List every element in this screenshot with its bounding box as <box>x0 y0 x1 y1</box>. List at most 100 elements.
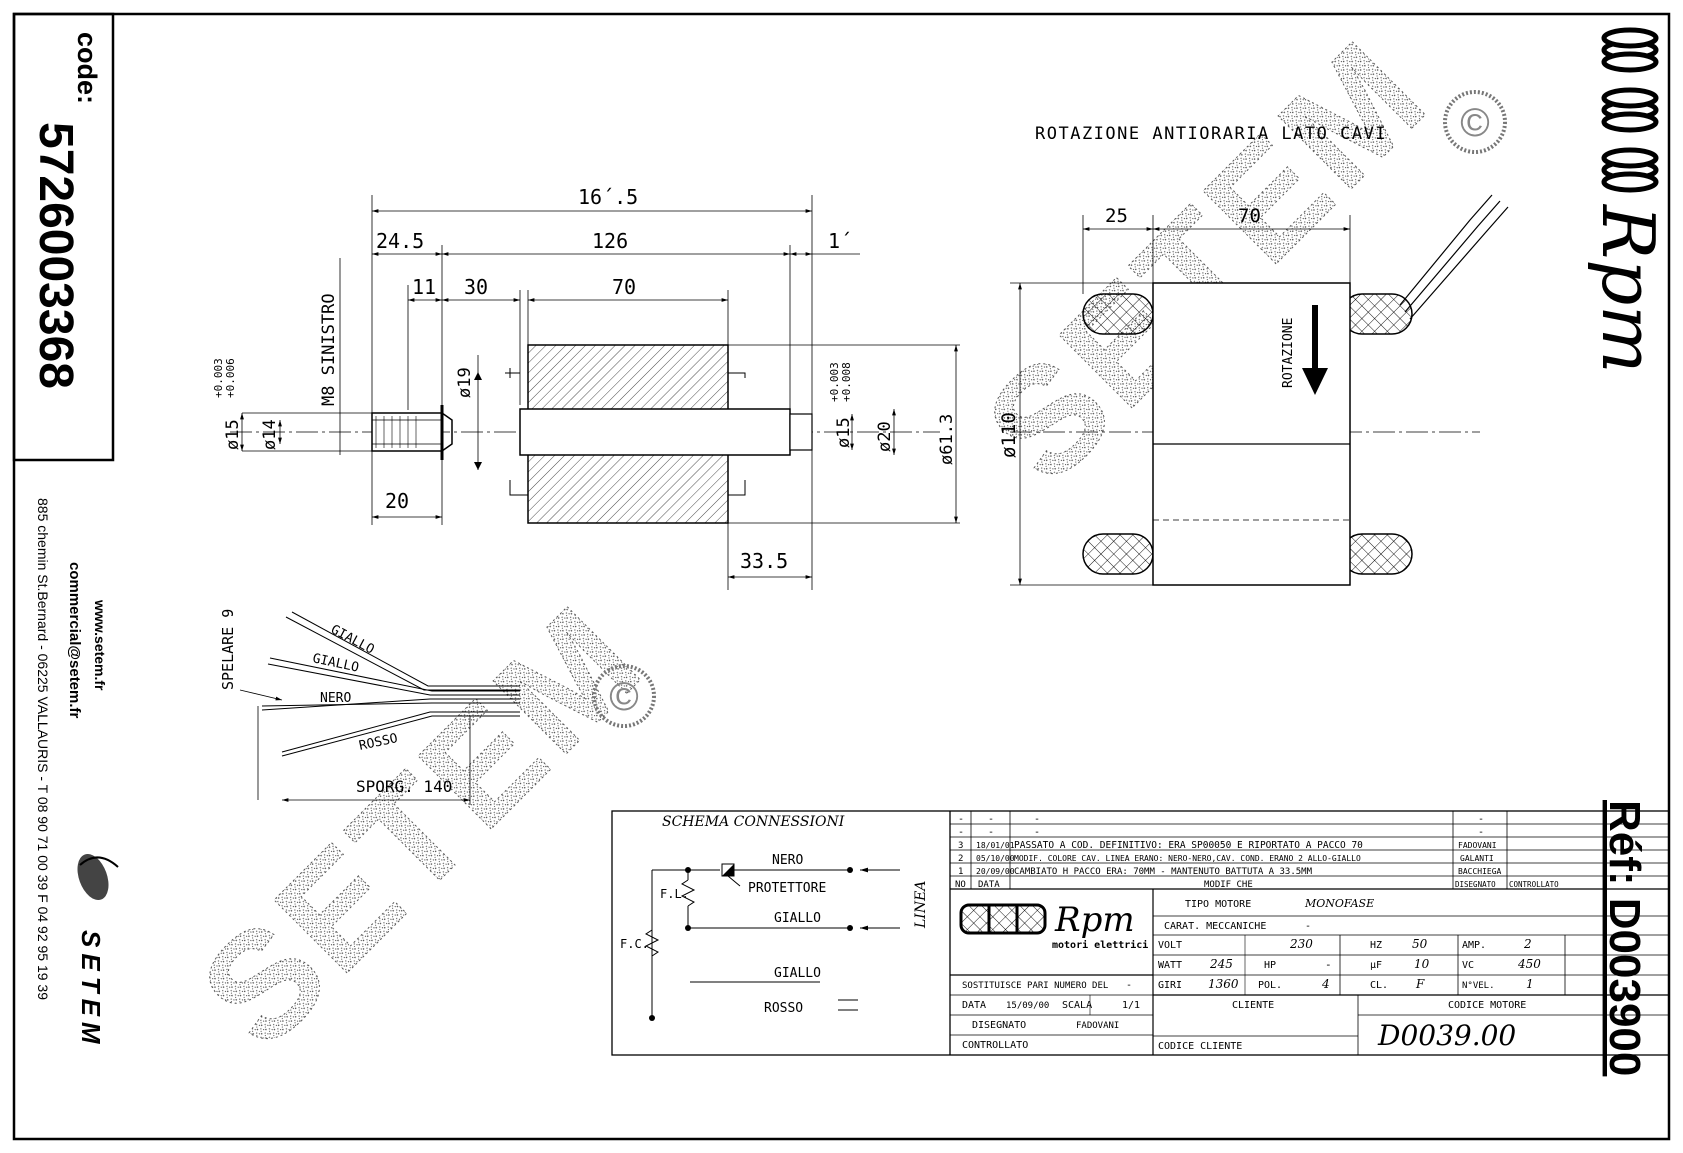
rev-row-2-no: - <box>958 827 964 838</box>
giri-value: 1360 <box>1208 977 1239 991</box>
schema-giallo-2: GIALLO <box>774 966 821 981</box>
rev-row-3-data: 18/01/01 <box>976 841 1015 850</box>
wire-leads: SPELARE 9 GIALLO GIALLO NERO ROSSO SPORG… <box>219 609 520 805</box>
wire-label-nero: NERO <box>320 691 351 706</box>
rev-row-5-data: 20/09/00 <box>976 867 1015 876</box>
watermark-copyright-bottom: © <box>609 675 638 719</box>
ref-label: Réf: D003900 <box>1600 800 1649 1076</box>
vc-label: VC <box>1462 960 1474 971</box>
scala-value: 1/1 <box>1122 1000 1140 1011</box>
watermark-copyright-top-icon <box>1443 90 1507 154</box>
thread-spec: M8 SINISTRO <box>319 293 339 406</box>
cl-label: CL. <box>1370 980 1388 991</box>
volt-value: 230 <box>1289 937 1313 951</box>
coil-end-top-left <box>1082 293 1154 335</box>
coil-end-bottom-right <box>1341 533 1413 575</box>
dim-11: 11 <box>412 275 436 299</box>
rotation-note: ROTAZIONE ANTIORARIA LATO CAVI <box>1035 124 1387 144</box>
dim-dia15-right: ø15 <box>834 417 854 448</box>
revision-table: - - - - - - - - 3 18/01/01 PASSATO A COD… <box>950 810 1669 890</box>
nvel-label: N°VEL. <box>1462 981 1495 991</box>
pol-value: 4 <box>1321 977 1330 991</box>
giri-label: GIRI <box>1158 980 1182 991</box>
rev-row-2-data: - <box>988 827 994 838</box>
title-brand-sub: motori elettrici <box>1052 939 1148 951</box>
tol-left-a: +0.003 <box>212 358 225 398</box>
rev-row-1-no: - <box>958 814 964 825</box>
coil-end-top-right <box>1341 293 1413 335</box>
hz-value: 50 <box>1412 937 1428 951</box>
data-value: 15/09/00 <box>1006 1001 1049 1011</box>
schema-rosso: ROSSO <box>764 1001 803 1016</box>
dim-30: 30 <box>464 275 488 299</box>
hp-label: HP <box>1264 960 1276 971</box>
schema-fl: F.L. <box>660 887 689 901</box>
pol-label: POL. <box>1258 980 1282 991</box>
dim-20: 20 <box>385 489 409 513</box>
right-panel: Rpm Réf: D003900 <box>1586 27 1670 1076</box>
rev-header-no: NO <box>955 880 966 890</box>
side-view: 16´.5 24.5 126 1´ 11 30 70 20 33.5 M8 SI… <box>212 185 960 590</box>
rev-row-5-desc: CAMBIATO H PACCO ERA: 70MM - MANTENUTO B… <box>1014 867 1313 877</box>
rev-row-1-desc: - <box>1034 814 1040 825</box>
setem-logo-icon <box>77 853 119 901</box>
code-box <box>12 12 115 462</box>
data-label: DATA <box>962 1000 986 1011</box>
title-block: Rpm motori elettrici TIPO MOTORE MONOFAS… <box>950 889 1669 1055</box>
email-text: commercial@setem.fr <box>66 562 83 719</box>
uf-label: µF <box>1370 960 1382 971</box>
hp-value: - <box>1325 958 1332 971</box>
wire-strip-label: SPELARE 9 <box>219 609 237 690</box>
tol-left-b: +0.006 <box>224 358 237 398</box>
rev-header-desc: MODIF CHE <box>1204 880 1253 890</box>
watermark-copyright-top: © <box>1460 101 1489 145</box>
title-brand-coil-icon <box>959 903 1047 935</box>
rev-row-3-no: 3 <box>958 841 963 851</box>
schema-nero: NERO <box>772 853 803 868</box>
svg-text:SETEM: SETEM <box>169 572 674 1077</box>
setem-watermark-bottom: SETEM <box>168 572 674 1078</box>
dim-dia61-3: ø61.3 <box>937 414 957 465</box>
rev-row-3-by: FADOVANI <box>1458 841 1497 850</box>
disegnato-value: FADOVANI <box>1076 1021 1119 1031</box>
uf-value: 10 <box>1414 957 1430 971</box>
code-value: 572600336­8 <box>29 122 82 389</box>
volt-label: VOLT <box>1158 940 1182 951</box>
dim-dia110: ø110 <box>998 412 1020 458</box>
coil-end-bottom-left <box>1082 533 1154 575</box>
carat-label: CARAT. MECCANICHE <box>1164 921 1266 932</box>
dim-33-5: 33.5 <box>740 549 788 573</box>
rev-row-2-desc: - <box>1034 827 1040 838</box>
cl-value: F <box>1415 977 1425 991</box>
schema-title: SCHEMA CONNESSIONI <box>662 814 845 830</box>
code-label: code: <box>72 32 102 104</box>
sostituisce-label: SOSTITUISCE PARI NUMERO DEL <box>962 981 1108 991</box>
rotation-arrow-label: ROTAZIONE <box>1281 318 1296 388</box>
rpm-brand-text: Rpm <box>1586 203 1670 374</box>
codice-motore-label: CODICE MOTORE <box>1448 1000 1526 1011</box>
dim-dia19: ø19 <box>455 367 475 398</box>
rev-row-2-by: - <box>1478 827 1484 838</box>
rev-row-5-no: 1 <box>958 867 963 877</box>
schema-giallo-1: GIALLO <box>774 911 821 926</box>
dim-dia15-left: ø15 <box>223 419 243 450</box>
rev-row-4-data: 05/10/00 <box>976 854 1015 863</box>
amp-value: 2 <box>1523 937 1532 951</box>
dim-end-70: 70 <box>1238 205 1261 227</box>
disegnato-label: DISEGNATO <box>972 1020 1026 1031</box>
controllato-label: CONTROLLATO <box>962 1040 1028 1051</box>
dim-126: 126 <box>592 229 628 253</box>
rev-row-4-by: GALANTI <box>1460 854 1494 863</box>
rev-row-1-by: - <box>1478 814 1484 825</box>
wire-label-giallo-2: GIALLO <box>311 651 360 675</box>
schema-protettore: PROTETTORE <box>748 881 826 896</box>
hz-label: HZ <box>1370 940 1382 951</box>
end-view: ROTAZIONE 25 70 ø110 <box>998 194 1509 586</box>
tol-right-b: +0.008 <box>840 362 853 402</box>
dim-24-5: 24.5 <box>376 229 424 253</box>
rev-row-4-desc: MODIF. COLORE CAV. LINEA ERANO: NERO-NER… <box>1014 854 1361 863</box>
schema-fc: F.C. <box>620 937 649 951</box>
dim-15-right: 1´ <box>828 229 852 253</box>
address-text: 885 chemin St.Bernard - 06225 VALLAURIS … <box>35 498 51 1000</box>
